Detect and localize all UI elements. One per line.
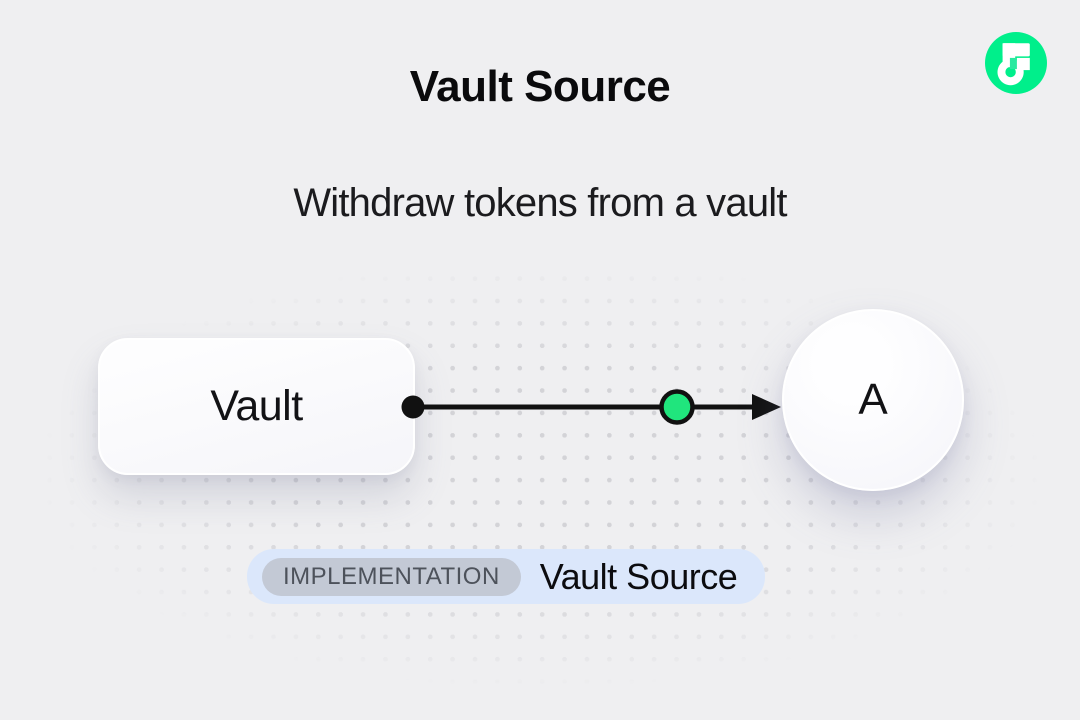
page-subtitle: Withdraw tokens from a vault	[293, 181, 787, 225]
connector-arrow	[401, 389, 781, 425]
flow-logo	[985, 32, 1047, 94]
connector-start-dot	[401, 395, 425, 419]
target-node-a[interactable]: A	[782, 309, 964, 491]
connector-token-dot[interactable]	[659, 389, 695, 425]
flow-logo-notch	[1009, 57, 1017, 70]
source-node-vault[interactable]: Vault	[98, 338, 415, 475]
implementation-caption: IMPLEMENTATION Vault Source	[247, 549, 766, 604]
flow-logo-icon	[985, 32, 1047, 94]
page-title: Vault Source	[409, 62, 671, 111]
implementation-tag: IMPLEMENTATION	[262, 557, 521, 596]
source-node-label: Vault	[210, 382, 303, 430]
caption-title: Vault Source	[539, 555, 738, 597]
target-node-label: A	[858, 375, 888, 424]
flow-logo-glyph	[997, 43, 1030, 86]
connector-arrowhead	[752, 394, 781, 420]
